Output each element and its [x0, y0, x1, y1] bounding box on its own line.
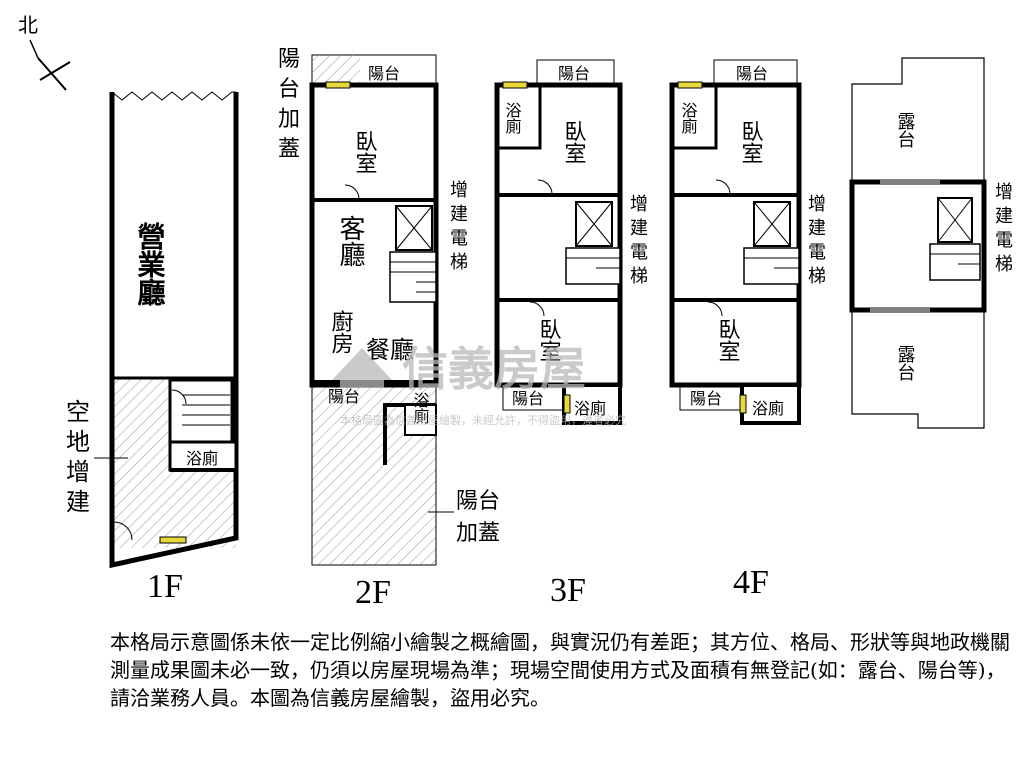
- floor-3f: 陽台 浴廁 臥室 臥室 陽台 浴廁 增 建 電 梯: [494, 59, 648, 425]
- f2-room-balcony: 陽台: [368, 64, 400, 83]
- svg-text:建: 建: [630, 218, 648, 239]
- f2-room-living: 客廳: [335, 215, 365, 267]
- f1-annotation-open-space: 空 地 增 建: [66, 398, 128, 516]
- floor-1f: 營業廳 浴廁 空 地 增 建: [66, 91, 239, 569]
- f2-annotation-rear-extension: 陽台 加蓋: [428, 489, 500, 546]
- f4-room-bedroom-rear: 臥室: [715, 318, 740, 362]
- floor-plan-drawing: 北 營業廳 浴廁 空 地 增 建: [18, 13, 1013, 569]
- f2-room-bedroom: 臥室: [352, 130, 377, 174]
- f1-room-bath: 浴廁: [186, 449, 218, 468]
- svg-text:增: 增: [808, 194, 826, 215]
- svg-text:電: 電: [995, 230, 1013, 251]
- f2-annotation-balcony-extension: 陽 台 加 蓋: [278, 47, 300, 162]
- watermark-brand: 信義房屋: [402, 342, 586, 396]
- svg-text:空: 空: [66, 398, 90, 426]
- f4-room-balcony: 陽台: [736, 64, 768, 83]
- floor-roof: 露台 露台 增 建 電 梯: [849, 57, 1013, 429]
- f4-room-bath: 浴廁: [679, 102, 698, 135]
- f2-room-bath: 浴廁: [411, 392, 430, 425]
- brand-logo-icon: [332, 348, 392, 388]
- f4-room-rear-balcony: 陽台: [690, 389, 722, 408]
- f3-room-bedroom-rear: 臥室: [536, 318, 561, 362]
- floor-title-4f: 4F: [733, 564, 769, 601]
- svg-text:蓋: 蓋: [278, 137, 300, 162]
- svg-text:加蓋: 加蓋: [456, 521, 500, 546]
- svg-text:建: 建: [808, 218, 826, 239]
- svg-text:梯: 梯: [450, 252, 468, 273]
- f4-room-bath-rear: 浴廁: [752, 399, 784, 418]
- svg-text:增: 增: [450, 180, 468, 201]
- svg-text:梯: 梯: [630, 266, 648, 287]
- f4-annotation-elevator: 增 建 電 梯: [808, 194, 826, 287]
- svg-text:陽: 陽: [278, 47, 300, 72]
- f1-room-main: 營業廳: [134, 222, 167, 307]
- roof-annotation-elevator: 增 建 電 梯: [995, 182, 1013, 275]
- floor-title-2f: 2F: [355, 574, 391, 611]
- svg-text:電: 電: [808, 242, 826, 263]
- f3-room-bath: 浴廁: [503, 102, 522, 135]
- svg-text:梯: 梯: [808, 266, 826, 287]
- floor-title-3f: 3F: [550, 572, 586, 609]
- svg-text:建: 建: [450, 204, 468, 225]
- f3-room-balcony: 陽台: [558, 64, 590, 83]
- svg-text:增: 增: [66, 458, 90, 486]
- svg-text:地: 地: [66, 428, 90, 456]
- svg-text:電: 電: [450, 228, 468, 249]
- watermark-caption: 本格局圖為信義房屋繪製，未經允許，不得盜用，違者必究: [340, 413, 626, 427]
- f4-room-bedroom-front: 臥室: [738, 120, 763, 164]
- svg-text:電: 電: [630, 242, 648, 263]
- disclaimer-notice: 本格局示意圖係未依一定比例縮小繪製之概繪圖，與實況仍有差距；其方位、格局、形狀等…: [110, 630, 1010, 710]
- compass-label: 北: [18, 13, 38, 37]
- f3-annotation-elevator: 增 建 電 梯: [630, 194, 648, 287]
- f2-room-kitchen: 廚房: [328, 310, 354, 354]
- svg-text:加: 加: [278, 107, 300, 132]
- f2-annotation-elevator: 增 建 電 梯: [450, 180, 468, 273]
- svg-text:建: 建: [66, 488, 90, 516]
- svg-text:增: 增: [995, 182, 1013, 203]
- svg-text:建: 建: [995, 206, 1013, 227]
- floor-title-1f: 1F: [147, 568, 183, 605]
- f3-room-bath-rear: 浴廁: [574, 399, 606, 418]
- f2-room-dining: 餐廳: [366, 336, 414, 364]
- f3-room-bedroom-front: 臥室: [561, 120, 586, 164]
- floor-2f: 陽台 臥室 客廳 廚房 餐廳 陽台 浴廁 陽 台 加 蓋 增 建 電 梯 陽台 …: [278, 47, 500, 566]
- svg-text:台: 台: [278, 77, 300, 102]
- roof-terrace-bottom: 露台: [895, 345, 916, 381]
- svg-text:梯: 梯: [995, 254, 1013, 275]
- floor-4f: 陽台 浴廁 臥室 臥室 陽台 浴廁 增 建 電 梯: [669, 59, 826, 425]
- svg-text:陽台: 陽台: [456, 489, 500, 514]
- brand-watermark: 信義房屋 本格局圖為信義房屋繪製，未經允許，不得盜用，違者必究: [332, 342, 626, 427]
- roof-terrace-top: 露台: [895, 112, 916, 148]
- svg-text:增: 增: [630, 194, 648, 215]
- f2-room-rear-balcony: 陽台: [328, 387, 360, 406]
- north-arrow-icon: 北: [18, 13, 71, 91]
- f3-room-rear-balcony: 陽台: [512, 389, 544, 408]
